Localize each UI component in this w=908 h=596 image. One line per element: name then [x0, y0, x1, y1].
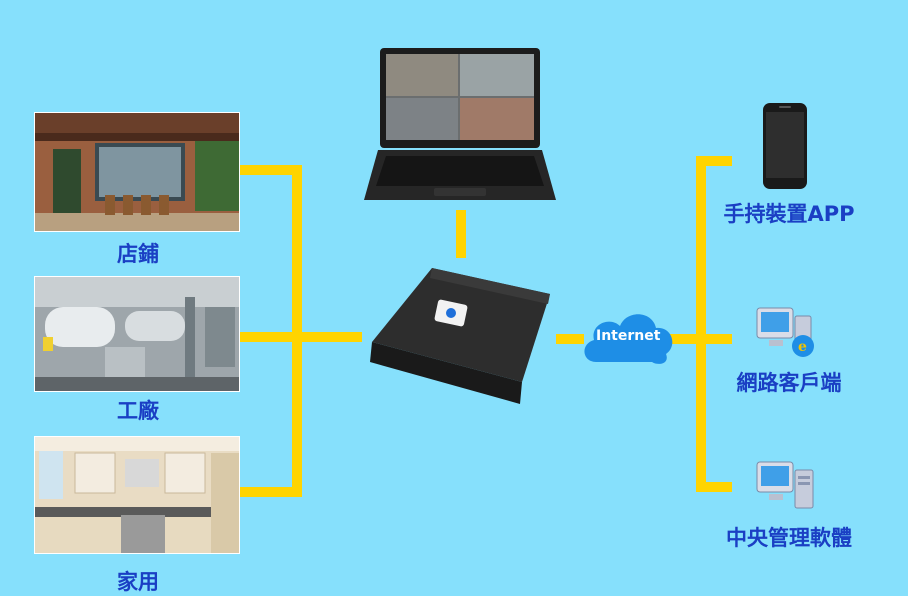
store-photo: [34, 112, 240, 232]
cloud-icon: [584, 314, 673, 364]
computer-ie-icon: e: [756, 307, 814, 357]
network-label: Internet: [596, 328, 661, 344]
client-label-cms: 中央管理軟體: [726, 526, 852, 550]
dvr-device-icon: [370, 268, 550, 404]
source-label-factory: 工廠: [117, 399, 159, 423]
source-label-store: 店鋪: [117, 242, 159, 266]
home-photo: [34, 436, 240, 554]
svg-text:e: e: [798, 339, 807, 355]
smartphone-icon: [763, 103, 807, 189]
computer-icon: [756, 461, 814, 509]
client-label-web-client: 網路客戶端: [736, 371, 842, 395]
laptop-icon: [364, 48, 556, 200]
source-label-home: 家用: [117, 570, 159, 594]
factory-photo: [34, 276, 240, 392]
client-label-mobile-app: 手持裝置APP: [723, 202, 855, 226]
